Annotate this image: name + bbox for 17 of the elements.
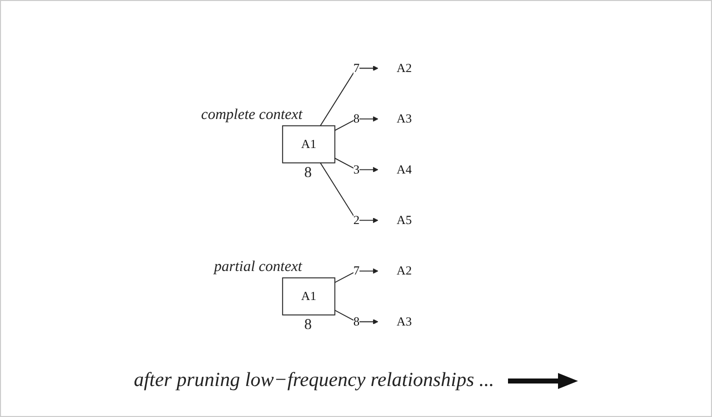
node-text: A2 [396, 61, 412, 76]
node-text: A2 [396, 264, 412, 278]
process-box: A1 [282, 125, 335, 164]
node-caption: partial context [214, 258, 302, 276]
arrow [319, 162, 378, 224]
arrow [334, 268, 378, 283]
node-text: A3 [396, 112, 412, 126]
node-count: 8 [304, 164, 312, 182]
node-text: A3 [396, 314, 412, 329]
node-count: 8 [304, 316, 312, 334]
arrow [319, 66, 378, 126]
node-text: A4 [396, 162, 412, 176]
process-box: A1 [282, 277, 335, 316]
note-text: after pruning low−frequency relationships ... [134, 369, 494, 392]
node-caption: complete context [201, 106, 302, 124]
arrow [334, 158, 378, 172]
node-text: A5 [396, 214, 412, 228]
